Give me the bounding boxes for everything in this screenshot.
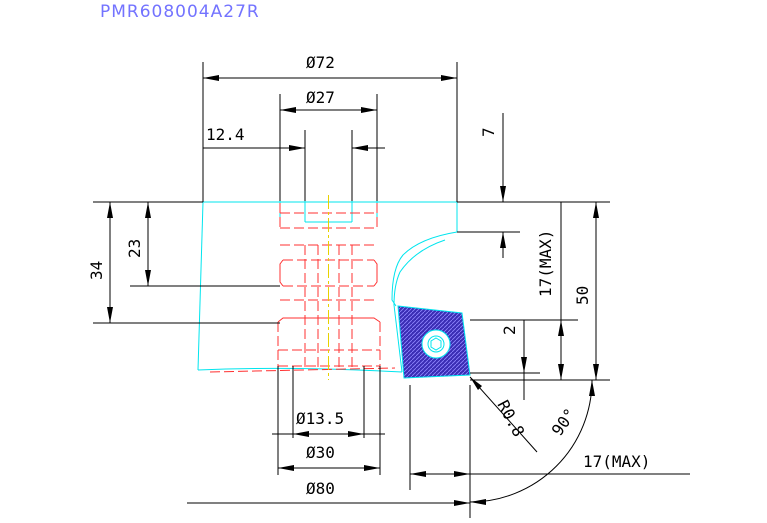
dim-50: 50 (573, 286, 592, 305)
dim-12-4: 12.4 (206, 125, 245, 144)
dim-d72: Ø72 (306, 53, 335, 72)
dim-17max-vertical: 17(MAX) (536, 230, 555, 297)
dim-d80: Ø80 (306, 479, 335, 498)
dim-17max-horizontal: 17(MAX) (583, 452, 650, 471)
dim-d27: Ø27 (306, 88, 335, 107)
dim-d13-5: Ø13.5 (296, 409, 344, 428)
dim-2: 2 (500, 325, 519, 335)
dimension-lines (93, 62, 690, 518)
dim-23: 23 (125, 239, 144, 258)
dimension-labels: Ø72 Ø27 12.4 7 34 23 17(MAX) 50 2 Ø13.5 … (87, 53, 650, 498)
dim-7: 7 (479, 127, 498, 137)
insert (397, 305, 471, 379)
dim-d30: Ø30 (306, 443, 335, 462)
hidden-lines (209, 203, 396, 373)
dim-90-degree: 90° (548, 405, 580, 440)
drawing-title: PMR608004A27R (100, 2, 260, 22)
dim-r0-8: R0.8 (493, 397, 528, 440)
dim-34: 34 (87, 261, 106, 280)
